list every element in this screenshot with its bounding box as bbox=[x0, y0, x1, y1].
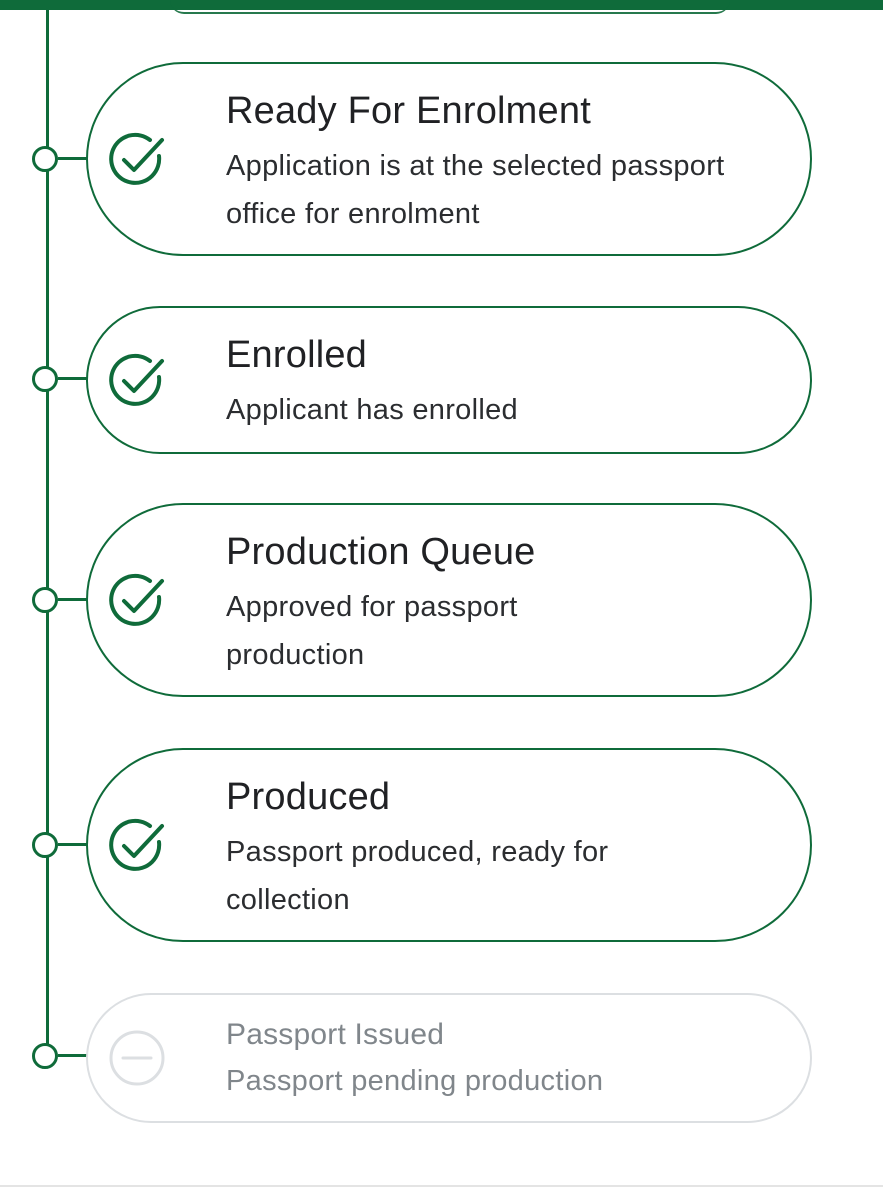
step-description: Passport pending production bbox=[226, 1065, 604, 1097]
check-circle-icon bbox=[109, 132, 164, 185]
timeline-node bbox=[32, 1043, 58, 1069]
step-title: Ready For Enrolment bbox=[226, 90, 591, 132]
step-title: Production Queue bbox=[226, 531, 536, 573]
timeline-connector bbox=[58, 1054, 110, 1057]
timeline-node bbox=[32, 587, 58, 613]
status-card: Enrolled Applicant has enrolled bbox=[86, 306, 812, 454]
status-card: Ready For Enrolment Application is at th… bbox=[86, 62, 812, 256]
step-description: Passport produced, ready for collection bbox=[226, 836, 609, 916]
previous-step-card-edge bbox=[170, 0, 730, 14]
timeline-connector bbox=[58, 598, 110, 601]
step-description: Approved for passport production bbox=[226, 591, 518, 671]
check-circle-icon bbox=[109, 353, 164, 406]
check-circle-icon bbox=[109, 573, 164, 626]
timeline-line bbox=[46, 10, 49, 1058]
timeline-node bbox=[32, 832, 58, 858]
bottom-divider bbox=[0, 1185, 883, 1187]
minus-circle-icon bbox=[109, 1030, 165, 1086]
timeline-connector bbox=[58, 843, 110, 846]
timeline-connector bbox=[58, 157, 110, 160]
step-title: Passport Issued bbox=[226, 1018, 445, 1051]
status-card: Produced Passport produced, ready for co… bbox=[86, 748, 812, 942]
check-circle-icon bbox=[109, 818, 164, 871]
status-card: Production Queue Approved for passport p… bbox=[86, 503, 812, 697]
status-card-pending: Passport Issued Passport pending product… bbox=[86, 993, 812, 1123]
timeline-connector bbox=[58, 377, 110, 380]
timeline-node bbox=[32, 366, 58, 392]
step-description: Application is at the selected passport … bbox=[226, 150, 725, 230]
timeline-node bbox=[32, 146, 58, 172]
step-title: Produced bbox=[226, 776, 391, 818]
step-title: Enrolled bbox=[226, 334, 368, 376]
step-description: Applicant has enrolled bbox=[226, 394, 518, 426]
